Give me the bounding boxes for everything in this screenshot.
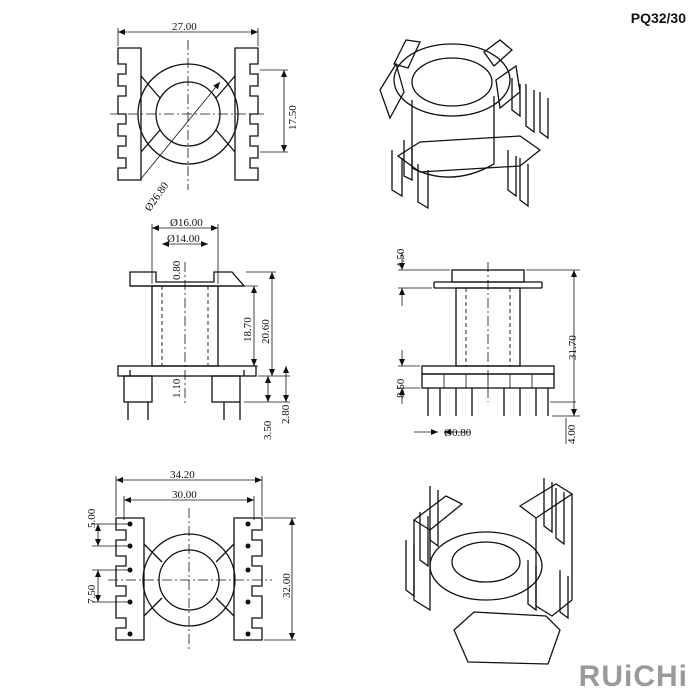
iso-arm [495, 64, 521, 110]
bottom-view-arm [143, 597, 163, 617]
iso-pin [527, 560, 537, 612]
isometric-top-view [379, 39, 549, 210]
dim-width: 27.00 [172, 21, 197, 33]
pin-hole [127, 543, 133, 549]
iso-pin [419, 512, 429, 568]
bottom-view-arm [215, 597, 235, 617]
model-title: PQ32/30 [630, 10, 686, 26]
iso-bore [451, 541, 521, 583]
dim-base-height: 8.50 [395, 378, 407, 398]
pin-hole [127, 521, 133, 527]
dim-diameter: Ø26.80 [143, 180, 172, 214]
dim-pin-row-width: 30.00 [172, 489, 197, 501]
dim-winding-height: 18.70 [242, 317, 254, 342]
bottom-view: 34.20 30.00 5.00 7.50 32.00 [86, 469, 296, 650]
dim-total-height: 31.70 [567, 335, 579, 360]
iso-arm [483, 39, 513, 67]
dim-pin-dia: Ø0.80 [444, 427, 472, 439]
front-view-foot [123, 375, 153, 403]
pin-hole [245, 567, 251, 573]
bottom-view-arm [143, 543, 163, 563]
dim-inner-dia: Ø14.00 [167, 233, 200, 245]
iso-bore [411, 57, 493, 107]
top-view-arm [140, 75, 161, 99]
iso-flange [393, 43, 511, 117]
side-view: 4.50 8.50 31.70 4.00 Ø0.80 [395, 248, 580, 444]
pin-hole [245, 543, 251, 549]
bottom-view-right-comb [233, 517, 263, 641]
dim-pin-group-pitch: 7.50 [86, 584, 98, 604]
iso-pin [403, 140, 413, 182]
dim-body-height: 20.60 [260, 319, 272, 344]
dim-flange-top: 4.50 [395, 248, 407, 268]
iso-arm [393, 39, 421, 69]
iso-pin [525, 84, 535, 134]
front-view-base [117, 365, 257, 377]
pin-hole [245, 521, 251, 527]
iso-base [396, 135, 542, 173]
dim-leader [139, 81, 221, 181]
top-view-arm [140, 129, 161, 153]
iso-bracket [453, 611, 561, 665]
iso-pin [539, 92, 549, 140]
top-view-arm [215, 129, 236, 153]
dim-pin-pitch: 5.00 [86, 508, 98, 528]
dim-pin-length: 4.00 [566, 424, 578, 444]
iso-pin [559, 570, 569, 620]
iso-body [411, 96, 495, 168]
iso-comb [412, 495, 464, 531]
dim-overall-width: 34.20 [170, 469, 195, 481]
iso-pin [429, 486, 439, 548]
iso-pin [519, 158, 529, 208]
bottom-view-left-comb [115, 517, 145, 641]
pin-hole [245, 599, 251, 605]
bottom-view-arm [215, 543, 235, 563]
iso-pin [543, 478, 553, 534]
top-view-right-comb [234, 47, 259, 181]
pin-hole [127, 631, 133, 637]
isometric-bottom-view [405, 478, 574, 665]
pin-hole [245, 631, 251, 637]
brand-logo: RUiCHi [578, 660, 688, 693]
front-view-foot [211, 375, 241, 403]
front-view: Ø16.00 Ø14.00 0.80 18.70 20.60 1.10 3.50… [117, 217, 292, 440]
dim-depth: 32.00 [281, 573, 293, 598]
dim-base: 1.10 [171, 378, 183, 398]
dim-outer-dia: Ø16.00 [170, 217, 203, 229]
pin-hole [127, 599, 133, 605]
iso-arm [379, 62, 405, 120]
dim-pin-offset: 2.80 [280, 404, 292, 424]
iso-pin [391, 150, 403, 198]
iso-pin [405, 540, 415, 598]
dim-pin-length: 3.50 [262, 420, 274, 440]
iso-pin [417, 164, 429, 210]
iso-pin [507, 150, 517, 198]
iso-pin [555, 488, 565, 546]
pin-hole [127, 567, 133, 573]
iso-comb [535, 494, 573, 617]
iso-pin [511, 78, 521, 118]
top-view: 27.00 17.50 Ø26.80 [110, 21, 299, 214]
front-view-top-flange [129, 271, 246, 287]
top-view-arm [215, 75, 236, 99]
top-view-left-comb [117, 47, 142, 181]
dim-wall: 0.80 [171, 260, 183, 280]
dim-pitch: 17.50 [287, 105, 299, 130]
